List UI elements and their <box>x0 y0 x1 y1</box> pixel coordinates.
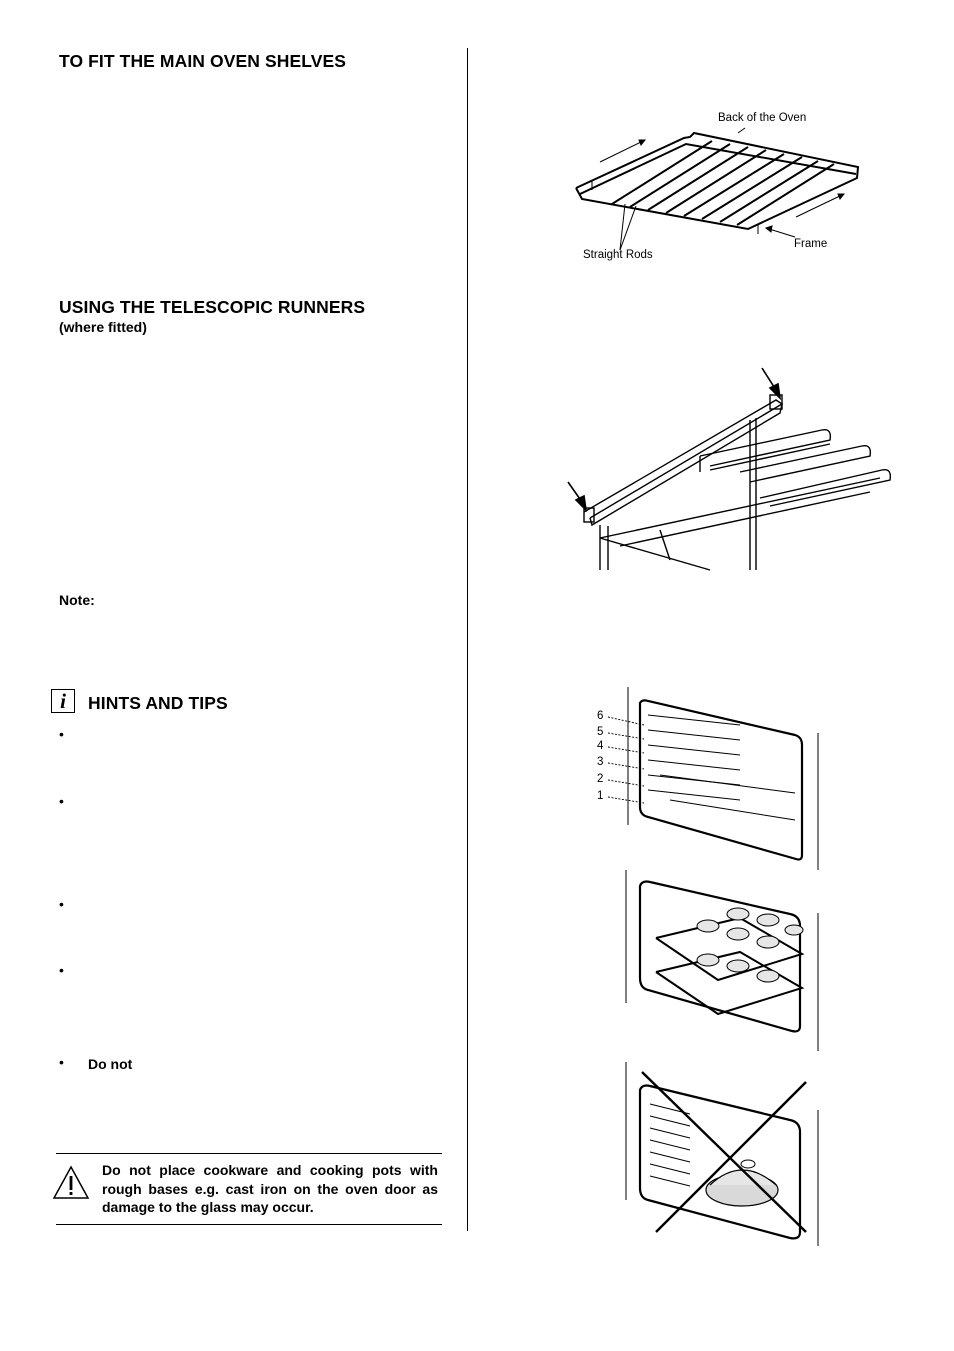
shelf-diagram: Back of the Oven Frame Straight Rods <box>575 112 860 261</box>
level-4: 4 <box>597 740 604 752</box>
shelf-positions-diagram: 6 5 4 3 2 1 <box>597 687 819 870</box>
warning-box: Do not place cookware and cooking pots w… <box>52 1153 442 1225</box>
bullet-4: • <box>59 962 64 978</box>
level-6: 6 <box>597 710 603 722</box>
crossed-out-dish-diagram <box>625 1062 819 1246</box>
level-1: 1 <box>597 790 603 802</box>
heading-telescopic-subtitle: (where fitted) <box>59 319 147 335</box>
back-of-oven-label: Back of the Oven <box>718 112 806 124</box>
note-label: Note: <box>59 592 95 608</box>
warning-triangle-icon <box>52 1165 90 1199</box>
bullet-5: • <box>59 1054 64 1070</box>
column-divider <box>467 48 468 1231</box>
bullet-1: • <box>59 726 64 742</box>
level-2: 2 <box>597 773 603 785</box>
straight-rods-label: Straight Rods <box>583 249 653 261</box>
heading-fit-shelves: TO FIT THE MAIN OVEN SHELVES <box>59 51 347 71</box>
bullet-2: • <box>59 793 64 809</box>
baking-trays-diagram <box>625 870 819 1051</box>
level-3: 3 <box>597 756 603 768</box>
heading-hints-tips: HINTS AND TIPS <box>88 693 228 713</box>
info-icon: i <box>51 689 75 713</box>
bullet-3: • <box>59 896 64 912</box>
heading-telescopic-runners: USING THE TELESCOPIC RUNNERS <box>59 297 366 317</box>
telescopic-runner-diagram <box>567 367 892 571</box>
frame-label: Frame <box>794 238 827 250</box>
level-5: 5 <box>597 726 603 738</box>
do-not-text: Do not <box>88 1056 133 1072</box>
warning-text: Do not place cookware and cooking pots w… <box>102 1162 438 1215</box>
